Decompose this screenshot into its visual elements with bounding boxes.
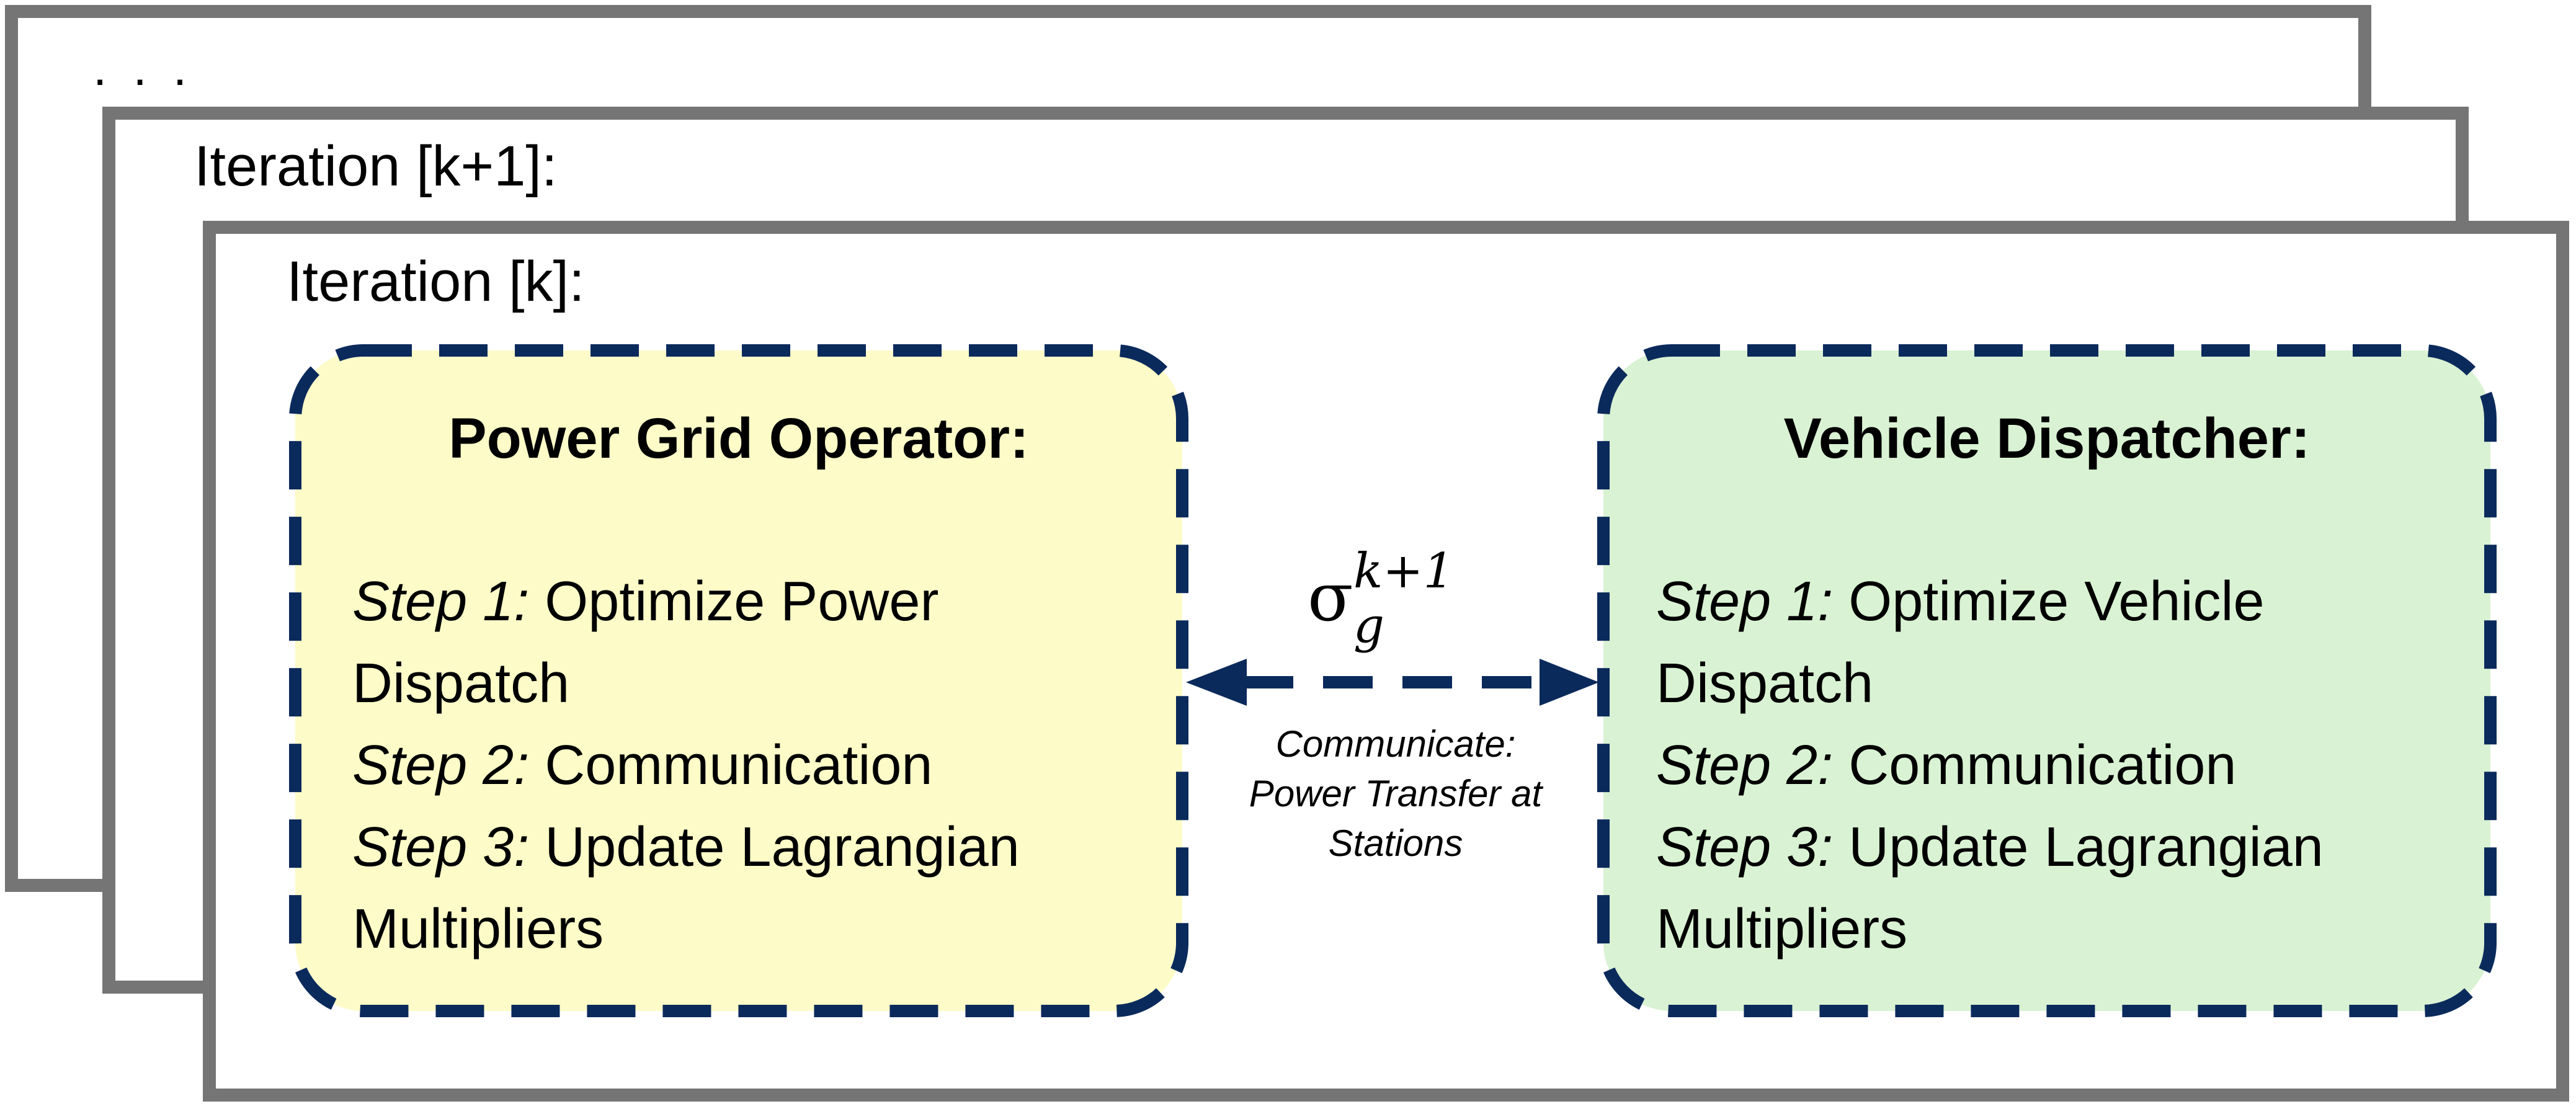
lagrangian-multiplier-symbol: σ k+1 g bbox=[1308, 547, 1454, 650]
iteration-current-label: Iteration [k]: bbox=[287, 250, 585, 313]
grid-operator-title: Power Grid Operator: bbox=[448, 407, 1029, 470]
grid-step-line: Dispatch bbox=[352, 652, 570, 715]
vehicle-step-line: Multipliers bbox=[1656, 898, 1908, 960]
arrowhead-left-icon bbox=[1186, 659, 1247, 706]
caption-line: Power Transfer at bbox=[1249, 773, 1543, 814]
caption-line: Stations bbox=[1328, 822, 1463, 864]
sigma-superscript: k+1 bbox=[1353, 543, 1455, 599]
grid-step-line: Step 1: Optimize Power bbox=[352, 571, 939, 633]
iteration-ellipsis-label: . . . bbox=[93, 40, 194, 96]
iteration-next-label: Iteration [k+1]: bbox=[194, 135, 558, 198]
grid-step-line: Step 2: Communication bbox=[352, 734, 933, 796]
caption-line: Communicate: bbox=[1275, 723, 1516, 765]
vehicle-step-line: Step 1: Optimize Vehicle bbox=[1656, 571, 2265, 633]
sigma-subscript: g bbox=[1353, 598, 1384, 654]
grid-operator-panel bbox=[289, 344, 1188, 1017]
arrowhead-right-icon bbox=[1540, 659, 1599, 706]
grid-operator-steps: Step 1: Optimize Power Dispatch Step 2: … bbox=[352, 561, 1020, 970]
vehicle-step-line: Step 2: Communication bbox=[1656, 734, 2237, 796]
vehicle-step-line: Step 3: Update Lagrangian bbox=[1656, 816, 2324, 878]
grid-step-line: Multipliers bbox=[352, 898, 604, 960]
vehicle-dispatcher-steps: Step 1: Optimize Vehicle Dispatch Step 2… bbox=[1656, 561, 2324, 970]
communication-caption: Communicate: Power Transfer at Stations bbox=[1179, 719, 1613, 868]
vehicle-dispatcher-title: Vehicle Dispatcher: bbox=[1783, 407, 2311, 470]
vehicle-dispatcher-panel bbox=[1597, 344, 2497, 1017]
sigma-base: σ bbox=[1308, 559, 1353, 636]
grid-step-line: Step 3: Update Lagrangian bbox=[352, 816, 1020, 878]
vehicle-step-line: Dispatch bbox=[1656, 652, 1874, 715]
